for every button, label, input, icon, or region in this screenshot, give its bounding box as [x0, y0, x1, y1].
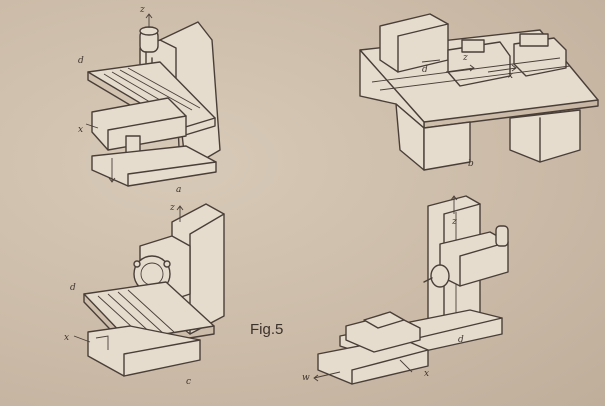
panel-a-vertical-milling-machine: d x z a [78, 5, 221, 195]
panel-c-knee-milling-machine: z d x c [64, 203, 225, 387]
label-a-d: d [78, 56, 84, 66]
figure-caption: Fig.5 [250, 321, 284, 338]
label-c-z: z [169, 203, 175, 213]
label-b-z: z [462, 53, 468, 63]
boring-spindle [430, 264, 450, 288]
label-a-letter: a [176, 185, 181, 195]
label-a-x: x [78, 125, 83, 135]
label-d-w: w [302, 373, 310, 383]
label-b-d: d [422, 65, 428, 75]
label-c-letter: c [186, 377, 191, 387]
label-b-letter: b [468, 159, 474, 169]
label-c-d: d [70, 283, 76, 293]
label-c-x: x [64, 333, 69, 343]
label-d-x: x [424, 369, 429, 379]
label-d-letter: d [458, 335, 464, 345]
label-d-z: z [451, 217, 457, 227]
panel-b-horizontal-machine: d z x b [359, 13, 599, 171]
leg-right [509, 109, 581, 163]
label-a-z: z [139, 5, 145, 15]
panel-d-boring-machine: z x w d [302, 195, 509, 385]
label-b-x: x [508, 71, 513, 81]
base [91, 145, 217, 187]
